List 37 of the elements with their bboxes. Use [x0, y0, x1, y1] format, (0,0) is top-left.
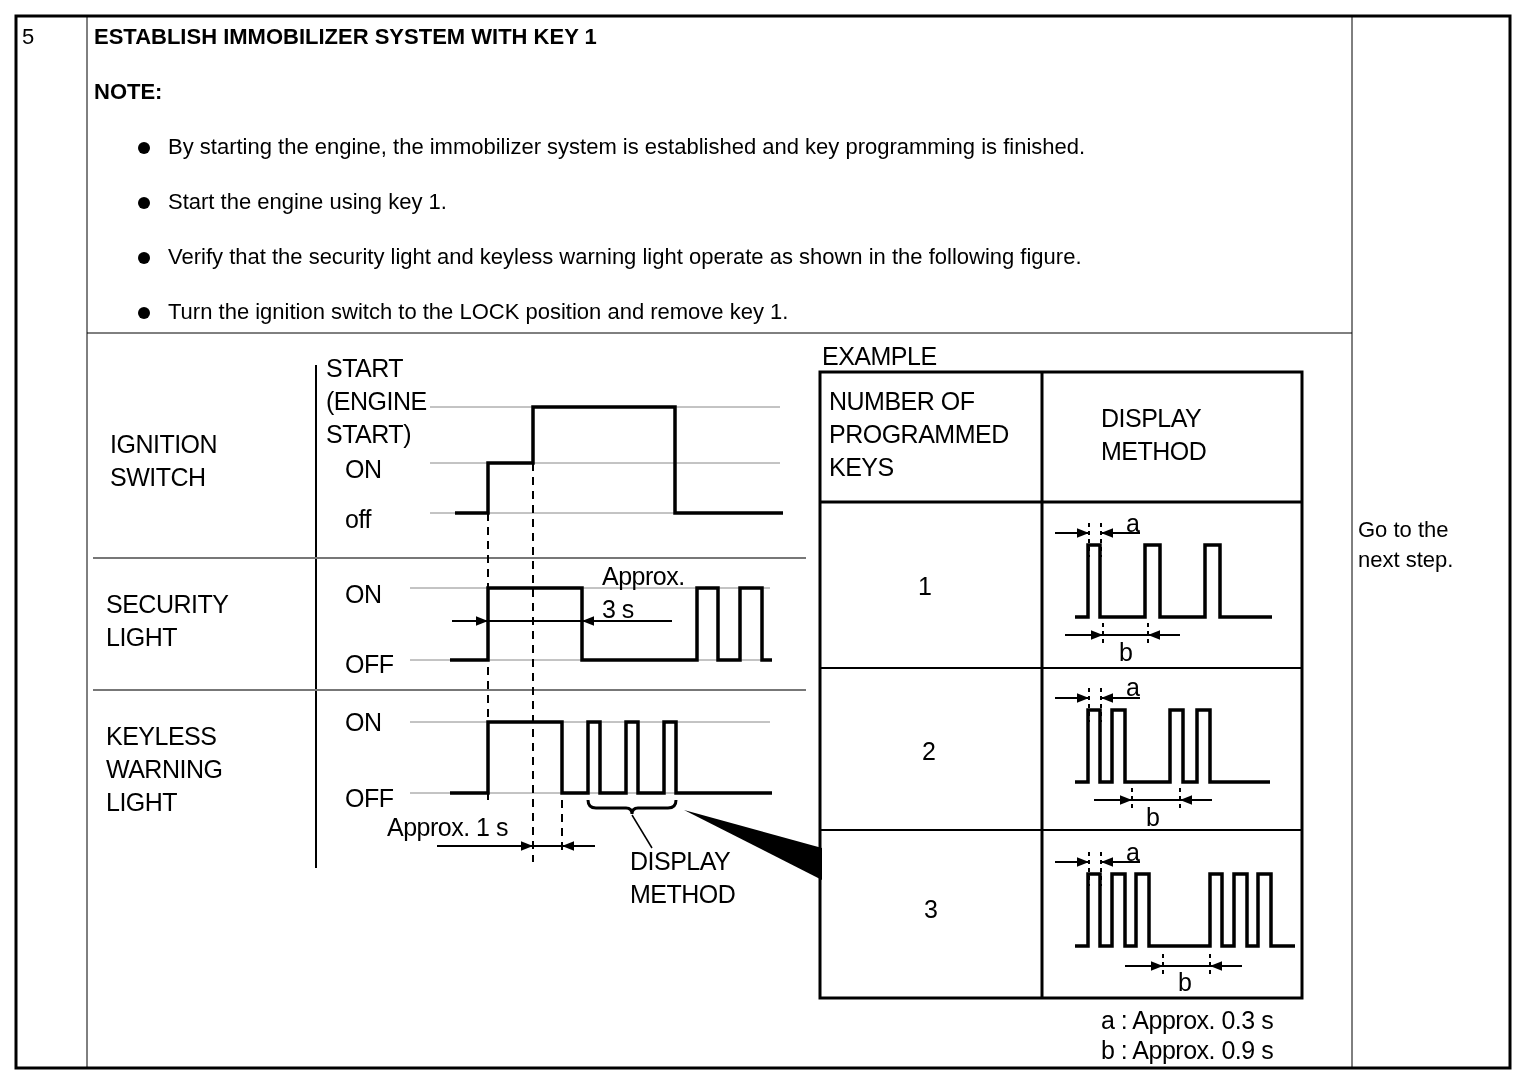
level-label: off — [345, 504, 373, 535]
legend-note: a : Approx. 0.3 s — [1101, 1005, 1275, 1036]
dimension-label: a — [1126, 837, 1141, 868]
column-header: DISPLAY METHOD — [1101, 403, 1208, 467]
dimension-label: Approx. 1 s — [387, 812, 509, 843]
level-label: OFF — [345, 649, 395, 680]
bullet-text: Turn the ignition switch to the LOCK position and remove key 1. — [168, 301, 790, 323]
column-header: NUMBER OF PROGRAMMED KEYS — [829, 386, 1010, 483]
table-cell-text: 2 — [922, 736, 937, 767]
bullet-text: Verify that the security light and keyless warning light operate as shown in the following figure. — [168, 246, 1083, 268]
dimension-label: Approx. 3 s — [602, 561, 686, 625]
table-cell-text: 1 — [918, 571, 933, 602]
bullet-text: By starting the engine, the immobilizer system is established and key programming is finished. — [168, 136, 1087, 158]
bullet-text: Start the engine using key 1. — [168, 191, 448, 213]
row-label: SECURITY LIGHT — [106, 589, 229, 653]
legend-note: b : Approx. 0.9 s — [1101, 1035, 1275, 1066]
table-caption: EXAMPLE — [822, 341, 938, 372]
row-label: IGNITION SWITCH — [110, 429, 219, 493]
dimension-label: b — [1146, 802, 1161, 833]
action-text: Go to the next step. — [1358, 516, 1455, 574]
row-label: KEYLESS WARNING LIGHT — [106, 721, 224, 818]
step-number: 5 — [22, 26, 36, 48]
leader-line — [631, 814, 653, 849]
callout-text: DISPLAY METHOD — [630, 845, 770, 911]
level-label: OFF — [345, 783, 395, 814]
level-label: ON — [345, 454, 383, 485]
level-label: ON — [345, 707, 383, 738]
dimension-label: b — [1178, 967, 1193, 998]
dimension-label: a — [1126, 672, 1141, 703]
note-heading: NOTE: — [94, 81, 164, 103]
bracket — [586, 799, 678, 816]
heading: ESTABLISH IMMOBILIZER SYSTEM WITH KEY 1 — [94, 26, 598, 48]
level-label: START (ENGINE START) — [326, 353, 428, 450]
table-cell-text: 3 — [924, 894, 939, 925]
dimension-label: b — [1119, 637, 1134, 668]
level-label: ON — [345, 579, 383, 610]
dimension-label: a — [1126, 508, 1141, 539]
